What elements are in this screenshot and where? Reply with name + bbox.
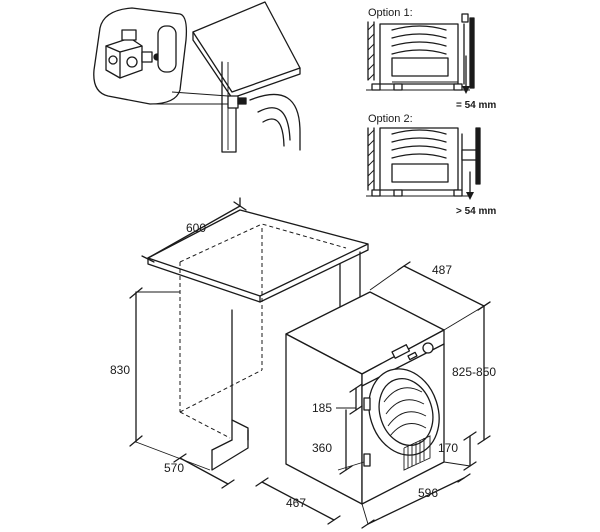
label-hinge-top: 185 [312, 401, 332, 415]
dimension-lines [129, 197, 491, 529]
label-dryer-width: 596 [418, 486, 438, 500]
option1-panel: Option 1: = 54 mm [366, 7, 496, 111]
label-dryer-depth-bottom: 467 [286, 496, 306, 510]
option1-gap: = 54 mm [456, 100, 496, 111]
option2-title: Option 2: [368, 113, 413, 125]
option2-panel: Option 2: > 54 mm [366, 113, 496, 217]
label-cabinet-width: 600 [186, 221, 206, 235]
cabinet-illustration [147, 209, 369, 471]
option1-title: Option 1: [368, 7, 413, 19]
dryer-illustration [285, 291, 445, 505]
label-hinge-bottom: 360 [312, 441, 332, 455]
label-dryer-height: 825-850 [452, 365, 496, 379]
label-plinth: 170 [438, 441, 458, 455]
label-cabinet-height: 830 [110, 363, 130, 377]
dimension-labels: 600 830 570 487 825-850 185 360 170 596 … [110, 221, 496, 510]
option2-gap: > 54 mm [456, 206, 496, 217]
label-cabinet-depth: 570 [164, 461, 184, 475]
hinge-detail-illustration [93, 1, 301, 153]
label-dryer-depth: 487 [432, 263, 452, 277]
